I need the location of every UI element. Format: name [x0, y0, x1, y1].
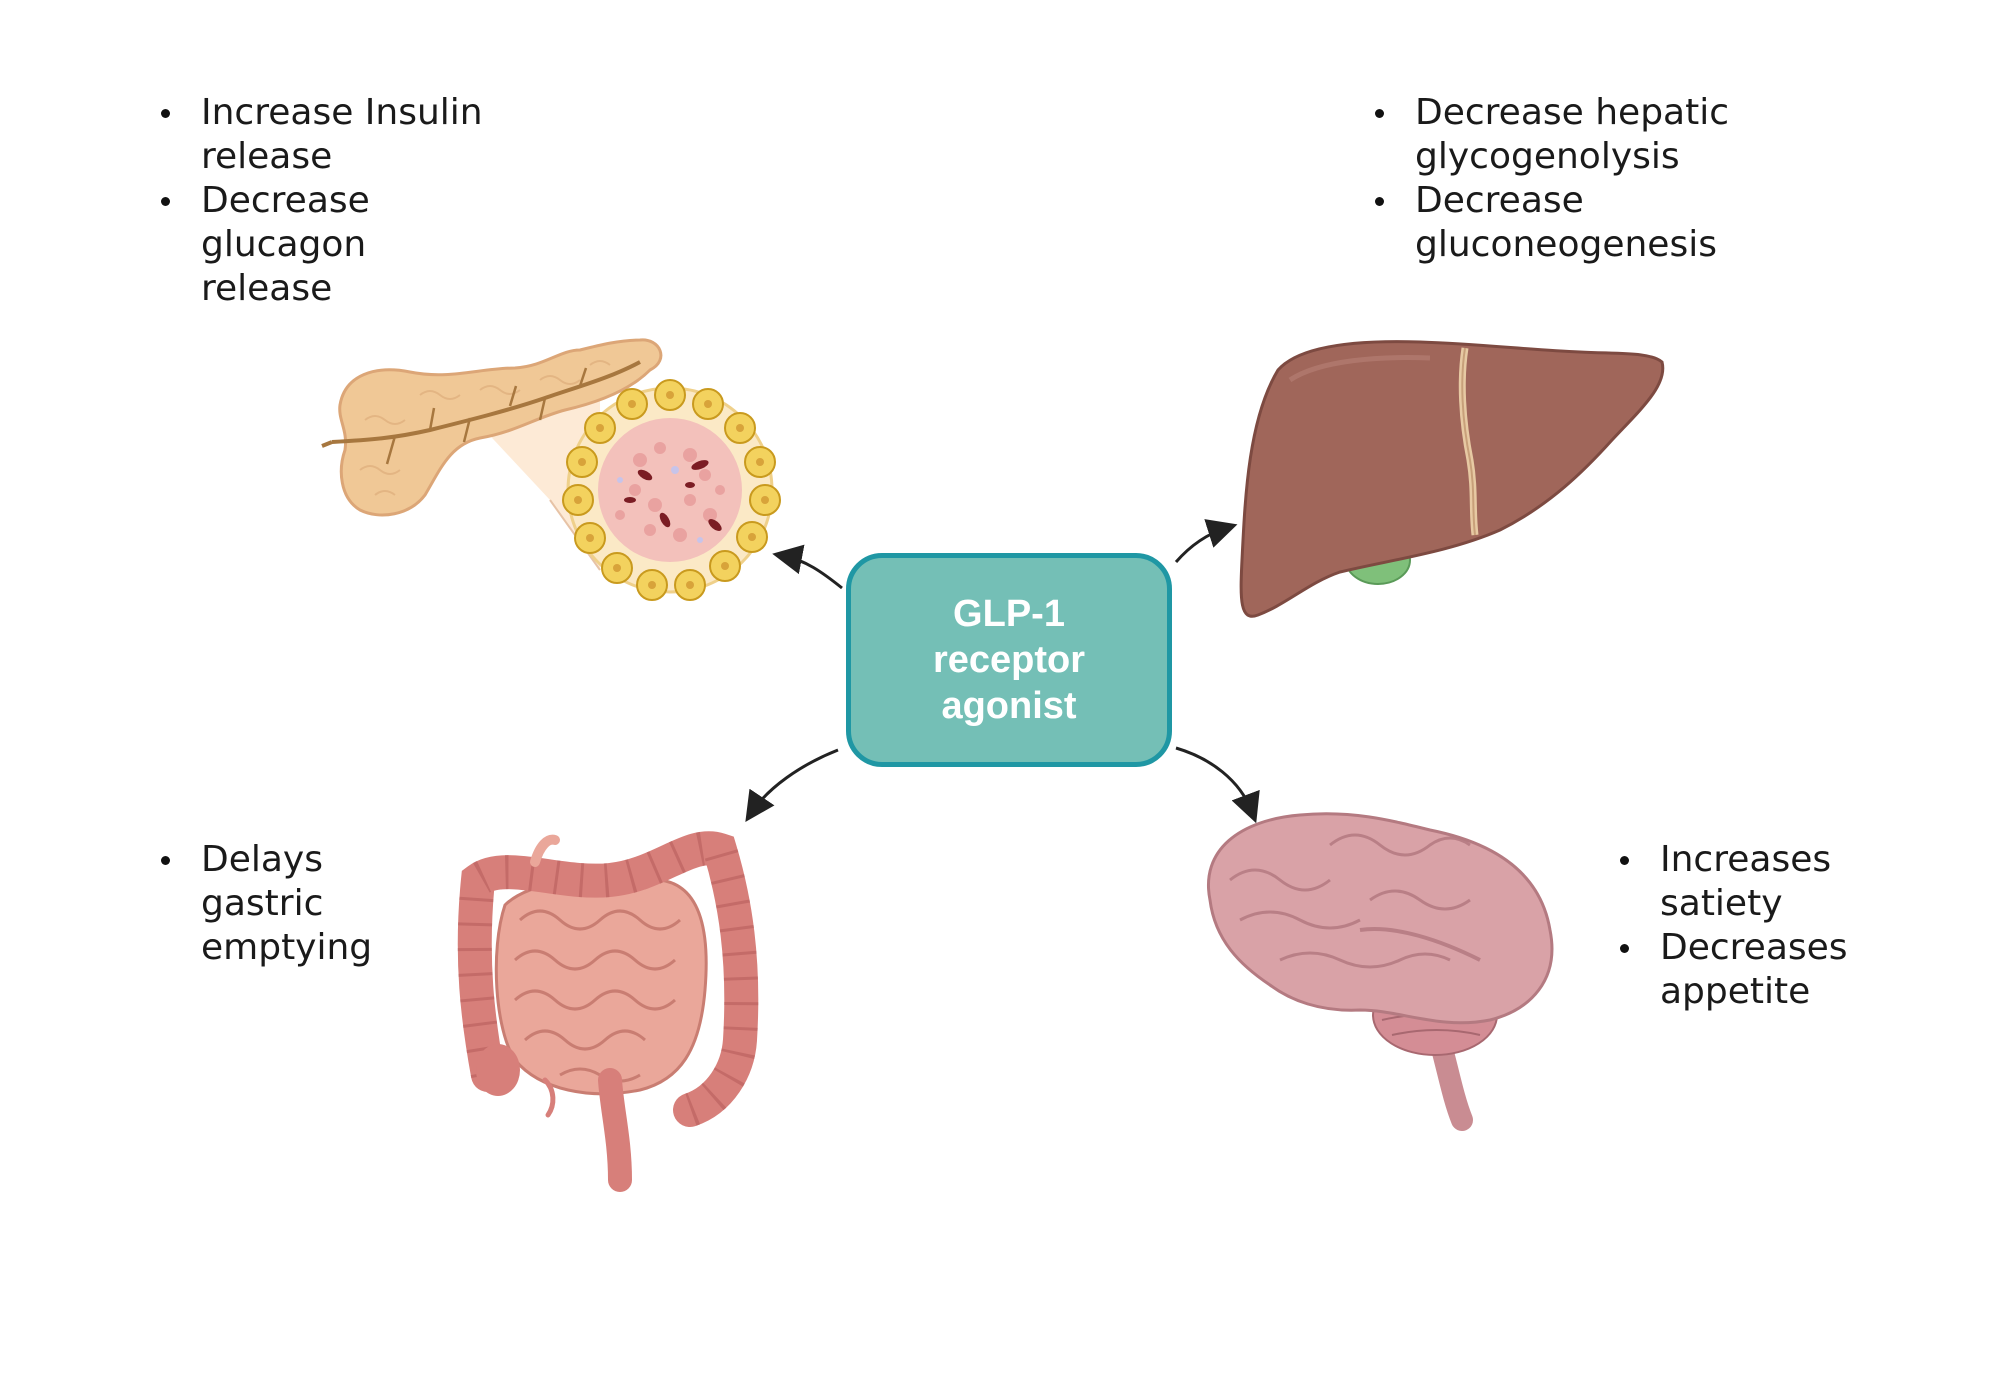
intestine-effects-list: Delays gastric emptying — [159, 838, 399, 970]
arrow-icon — [1175, 746, 1260, 824]
list-item: Increases satiety — [1618, 838, 1878, 926]
liver-effects-list: Decrease hepatic glycogenolysis Decrease… — [1373, 91, 1753, 267]
liver-icon — [1239, 340, 1665, 618]
arrow-icon — [772, 544, 843, 590]
arrow-icon — [745, 748, 839, 822]
list-item: Decrease hepatic glycogenolysis — [1373, 91, 1753, 179]
pancreas-effects-list: Increase Insulin release Decrease glucag… — [159, 91, 489, 311]
list-item: Decrease gluconeogenesis — [1373, 179, 1753, 267]
list-item: Decrease glucagon release — [159, 179, 489, 311]
list-item: Delays gastric emptying — [159, 838, 399, 970]
arrow-icon — [1174, 519, 1238, 563]
list-item: Decreases appetite — [1618, 926, 1878, 1014]
brain-effects-list: Increases satiety Decreases appetite — [1618, 838, 1878, 1014]
list-item: Increase Insulin release — [159, 91, 489, 179]
center-node: GLP-1 receptor agonist — [846, 553, 1172, 767]
pancreas-icon — [321, 338, 781, 601]
center-node-label: GLP-1 receptor agonist — [932, 593, 1086, 727]
brain-icon — [1207, 812, 1554, 1131]
intestine-icon — [457, 831, 759, 1192]
